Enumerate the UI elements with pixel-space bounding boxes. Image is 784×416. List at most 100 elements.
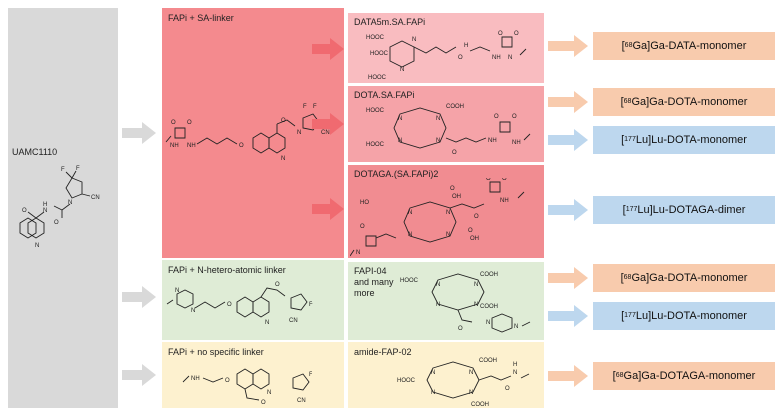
svg-text:N: N (436, 302, 440, 308)
svg-text:O: O (187, 120, 192, 126)
source-label: UAMC1110 (12, 147, 58, 157)
svg-text:N: N (514, 324, 518, 330)
svg-text:N: N (486, 320, 490, 326)
chelator-label-data5m: DATA5m.SA.FAPi (354, 17, 426, 27)
svg-text:N: N (469, 370, 473, 376)
svg-text:F: F (313, 104, 317, 110)
svg-text:N: N (175, 288, 179, 294)
svg-text:O: O (360, 224, 365, 230)
svg-text:O: O (502, 178, 507, 182)
svg-text:N: N (408, 232, 412, 238)
svg-text:HOOC: HOOC (366, 142, 385, 148)
svg-text:O: O (468, 228, 473, 234)
arrow-to-ga-data (548, 35, 588, 57)
svg-text:N: N (508, 55, 512, 61)
chelator-label-fapi04: FAPI-04 and many more (354, 266, 394, 298)
svg-text:N: N (436, 116, 440, 122)
svg-text:O: O (171, 120, 176, 126)
svg-text:O: O (450, 186, 455, 192)
svg-text:H: H (43, 202, 47, 208)
svg-text:O: O (458, 326, 463, 332)
svg-text:F: F (303, 104, 307, 110)
chelator-box-dota (348, 86, 544, 162)
chelator-label-dotaga: DOTAGA.(SA.FAPi)2 (354, 169, 439, 179)
svg-text:HOOC: HOOC (400, 278, 419, 284)
linker-label-sa: FAPi + SA-linker (168, 13, 234, 23)
svg-text:F: F (61, 167, 65, 173)
svg-text:N: N (412, 37, 416, 43)
arrow-sa-to-dota (312, 113, 344, 135)
svg-text:H: H (513, 362, 517, 368)
svg-text:N: N (436, 138, 440, 144)
svg-text:O: O (22, 208, 27, 214)
svg-text:O: O (261, 400, 266, 406)
svg-text:N: N (68, 200, 72, 206)
source-panel (8, 8, 118, 408)
svg-text:OH: OH (452, 194, 461, 200)
arrow-no-specific-to-amide (312, 364, 344, 386)
svg-text:HOOC: HOOC (366, 108, 385, 114)
svg-text:N: N (398, 138, 402, 144)
no-specific-linker-structure: NH O N O F CN (182, 368, 313, 406)
svg-text:N: N (474, 282, 478, 288)
svg-text:O: O (458, 55, 463, 61)
svg-text:NH: NH (492, 55, 501, 61)
svg-text:COOH: COOH (480, 304, 498, 310)
svg-text:HO: HO (360, 200, 369, 206)
linker-label-n-hetero: FAPi + N-hetero-atomic linker (168, 265, 286, 275)
svg-text:CN: CN (289, 318, 298, 324)
svg-text:O: O (498, 31, 503, 37)
svg-text:O: O (486, 178, 491, 182)
svg-text:CN: CN (91, 195, 100, 201)
svg-text:COOH: COOH (446, 104, 464, 110)
svg-text:N: N (431, 370, 435, 376)
svg-text:COOH: COOH (480, 272, 498, 278)
svg-text:N: N (446, 232, 450, 238)
svg-text:O: O (239, 143, 244, 149)
svg-text:HOOC: HOOC (370, 51, 389, 57)
svg-text:N: N (400, 67, 404, 73)
svg-text:N: N (191, 308, 195, 314)
svg-text:O: O (227, 302, 232, 308)
svg-text:HOOC: HOOC (397, 378, 416, 384)
n-hetero-linker-structure: NN O N O F CN (166, 282, 313, 326)
arrow-to-lu-dota (548, 129, 588, 151)
svg-text:O: O (514, 31, 519, 37)
svg-text:O: O (494, 114, 499, 120)
svg-text:HOOC: HOOC (366, 35, 385, 41)
svg-text:NH: NH (488, 138, 497, 144)
arrow-to-ga-dota (548, 91, 588, 113)
svg-text:CN: CN (297, 398, 306, 404)
arrow-n-hetero-to-fapi04 (312, 287, 344, 309)
svg-text:N: N (474, 302, 478, 308)
svg-text:COOH: COOH (479, 358, 497, 364)
svg-text:COOH: COOH (471, 402, 489, 408)
arrow-to-lu-dotaga (548, 199, 588, 221)
svg-text:HOOC: HOOC (368, 75, 387, 81)
svg-text:O: O (225, 378, 230, 384)
svg-text:NH: NH (187, 143, 196, 149)
svg-text:O: O (452, 150, 457, 156)
arrow-to-lu-dota-fapi04 (548, 305, 588, 327)
svg-text:NH: NH (500, 198, 509, 204)
svg-text:N: N (267, 390, 271, 396)
svg-text:N: N (35, 243, 39, 249)
arrow-source-to-no-specific (122, 364, 156, 386)
chelator-box-data5m (348, 13, 544, 83)
svg-text:N: N (281, 156, 285, 162)
svg-text:N: N (265, 320, 269, 326)
arrow-sa-to-data5m (312, 38, 344, 60)
svg-text:O: O (505, 386, 510, 392)
svg-text:N: N (469, 390, 473, 396)
svg-text:O: O (275, 282, 280, 288)
linker-label-no-specific: FAPi + no specific linker (168, 347, 264, 357)
